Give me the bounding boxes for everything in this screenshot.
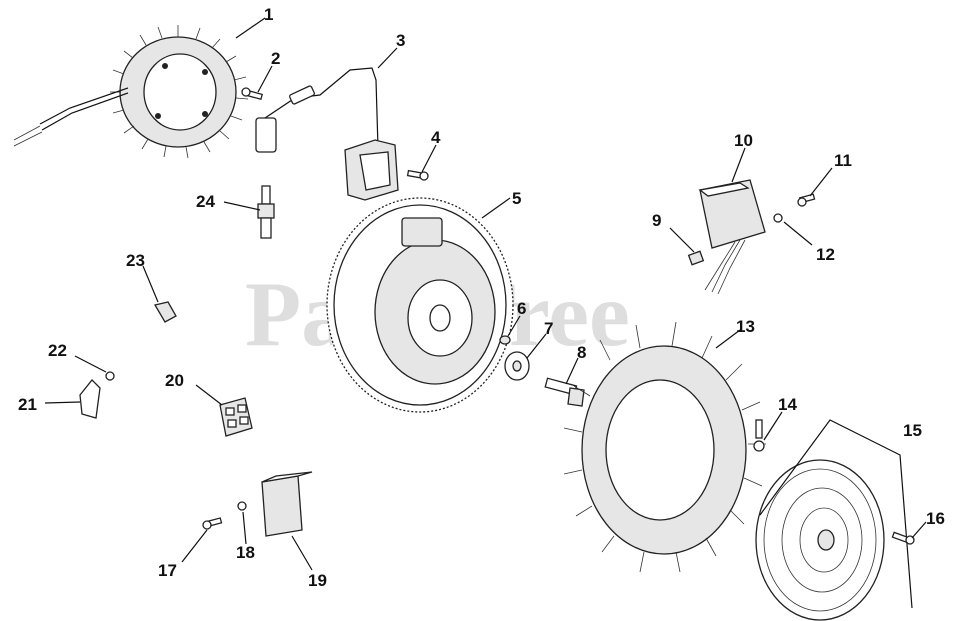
callout-24[interactable]: 24	[196, 192, 215, 211]
part-screw-16[interactable]	[891, 531, 915, 545]
part-bolt-8[interactable]	[544, 377, 585, 407]
callout-19[interactable]: 19	[308, 571, 327, 590]
part-stator[interactable]	[13, 25, 249, 159]
callout-10[interactable]: 10	[734, 131, 753, 150]
part-washer-7[interactable]	[504, 351, 530, 381]
part-clip-23[interactable]	[153, 301, 177, 323]
part-key[interactable]	[499, 335, 511, 345]
callout-5[interactable]: 5	[512, 189, 521, 208]
part-screw-11[interactable]	[797, 193, 816, 207]
callout-12[interactable]: 12	[816, 245, 835, 264]
callout-2[interactable]: 2	[271, 49, 280, 68]
callout-14[interactable]: 14	[778, 395, 797, 414]
part-flywheel[interactable]	[326, 197, 514, 413]
callout-7[interactable]: 7	[544, 319, 553, 338]
callout-16[interactable]: 16	[926, 509, 945, 528]
part-screw-4[interactable]	[406, 169, 429, 181]
callout-1[interactable]: 1	[264, 5, 273, 24]
part-clamp-21[interactable]	[79, 379, 101, 419]
leader-lines	[44, 17, 927, 571]
callout-23[interactable]: 23	[126, 251, 145, 270]
callout-17[interactable]: 17	[158, 561, 177, 580]
callout-8[interactable]: 8	[577, 343, 586, 362]
part-screw-17[interactable]	[202, 517, 223, 530]
callout-4[interactable]: 4	[431, 128, 441, 147]
callout-15[interactable]: 15	[903, 421, 922, 440]
callout-3[interactable]: 3	[396, 31, 405, 50]
callout-21[interactable]: 21	[18, 395, 37, 414]
part-regulator[interactable]	[261, 471, 313, 537]
callout-6[interactable]: 6	[517, 299, 526, 318]
part-screw-2[interactable]	[241, 87, 264, 101]
callout-9[interactable]: 9	[652, 211, 661, 230]
part-screw-14[interactable]	[753, 419, 765, 452]
part-rectifier-module[interactable]	[687, 179, 766, 295]
part-washer-12[interactable]	[773, 213, 783, 223]
part-fan[interactable]	[563, 321, 766, 573]
callout-18[interactable]: 18	[236, 543, 255, 562]
part-connector[interactable]	[219, 397, 253, 437]
callout-labels: 1 2 3 4 5 6 7 8 9 10 11 12 13 14 15 16 1…	[18, 5, 945, 590]
callout-22[interactable]: 22	[48, 341, 67, 360]
part-washer-22[interactable]	[105, 371, 115, 381]
callout-20[interactable]: 20	[165, 371, 184, 390]
callout-11[interactable]: 11	[834, 151, 852, 170]
part-spark-plug[interactable]	[257, 185, 275, 239]
part-grass-screen[interactable]	[755, 419, 913, 621]
part-ignition-module[interactable]	[255, 67, 399, 201]
callout-13[interactable]: 13	[736, 317, 755, 336]
part-washer-18[interactable]	[237, 501, 247, 511]
